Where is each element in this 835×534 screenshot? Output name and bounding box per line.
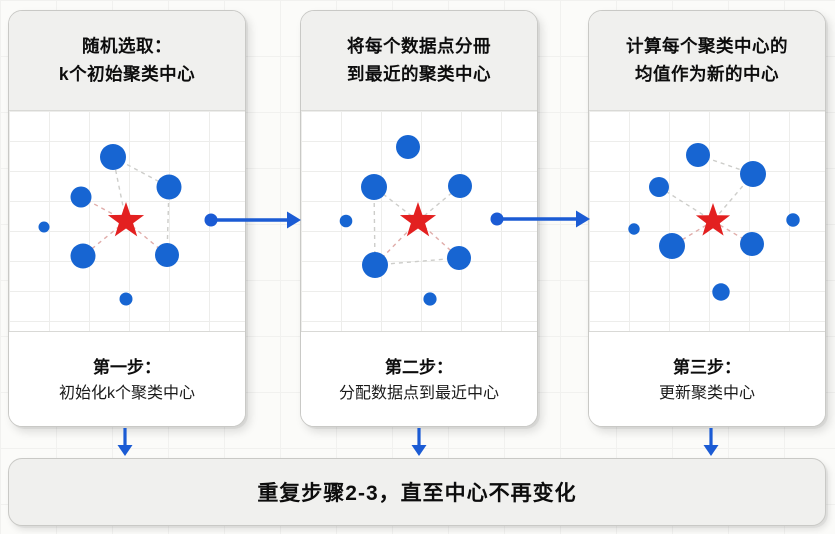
repeat-banner: 重复步骤2-3，直至中心不再变化 [8, 458, 826, 526]
data-point-dot [70, 186, 92, 208]
card-footer: 第三步： 更新聚类中心 [589, 331, 825, 426]
data-point-dot [423, 292, 437, 306]
data-point-dot [339, 214, 353, 228]
cluster-center-star [695, 203, 731, 236]
step-description: 分配数据点到最近中心 [338, 384, 499, 402]
data-point-dot [119, 292, 133, 306]
step-description: 初始化k个聚类中心 [58, 384, 195, 402]
card-footer: 第一步： 初始化k个聚类中心 [9, 331, 245, 426]
cluster-center-star [107, 202, 145, 237]
cluster-center-star [399, 202, 437, 237]
header-line: 随机选取： [82, 36, 172, 57]
arrow-down-icon [117, 445, 133, 456]
data-point-dot [448, 174, 472, 198]
data-point-dot [100, 144, 126, 170]
assignment-dash-line [374, 257, 460, 266]
data-point-dot [447, 246, 471, 270]
data-point-dot [786, 213, 800, 227]
cluster-plot-2 [301, 111, 537, 331]
cluster-plot-svg [339, 135, 472, 306]
cluster-plot-svg [628, 143, 800, 301]
arrow-down-icon [411, 445, 427, 456]
card-header: 将每个数据点分冊 到最近的聚类中心 [301, 11, 537, 111]
card-footer: 第二步： 分配数据点到最近中心 [301, 331, 537, 426]
arrow-down-icon [703, 445, 719, 456]
data-point-dot [686, 143, 710, 167]
cluster-plot-1 [9, 111, 245, 331]
step-description: 更新聚类中心 [658, 384, 755, 402]
cluster-plot-svg [38, 144, 182, 306]
header-line: 计算每个聚类中心的 [626, 36, 788, 57]
step-card-3: 计算每个聚类中心的 均值作为新的中心 第三步： 更新聚类中心 [588, 10, 826, 427]
data-point-dot [649, 177, 669, 197]
card-header: 随机选取： k个初始聚类中心 [9, 11, 245, 111]
data-point-dot [362, 252, 388, 278]
data-point-dot [659, 233, 685, 259]
data-point-dot [155, 243, 179, 267]
step-title: 第一步： [93, 357, 161, 377]
header-line: k个初始聚类中心 [58, 63, 196, 84]
step-title: 第二步： [385, 357, 453, 377]
data-point-dot [70, 243, 96, 269]
step-card-1: 随机选取： k个初始聚类中心 第一步： 初始化k个聚类中心 [8, 10, 246, 427]
cluster-plot-3 [589, 111, 825, 331]
data-point-dot [396, 135, 420, 159]
card-header: 计算每个聚类中心的 均值作为新的中心 [589, 11, 825, 111]
data-point-dot [740, 232, 764, 256]
assignment-dash-line [373, 186, 376, 266]
data-point-dot [740, 161, 766, 187]
data-point-dot [628, 223, 640, 235]
repeat-banner-text: 重复步骤2-3，直至中心不再变化 [257, 482, 577, 505]
header-line: 均值作为新的中心 [635, 63, 779, 84]
header-line: 到最近的聚类中心 [347, 63, 491, 84]
header-line: 将每个数据点分冊 [347, 36, 491, 57]
data-point-dot [156, 174, 182, 200]
data-point-dot [38, 221, 50, 233]
step-title: 第三步： [673, 357, 741, 377]
data-point-dot [361, 174, 387, 200]
step-card-2: 将每个数据点分冊 到最近的聚类中心 第二步： 分配数据点到最近中心 [300, 10, 538, 427]
assignment-dash-line [658, 186, 714, 222]
data-point-dot [712, 283, 730, 301]
arrow-right-icon [287, 211, 301, 229]
